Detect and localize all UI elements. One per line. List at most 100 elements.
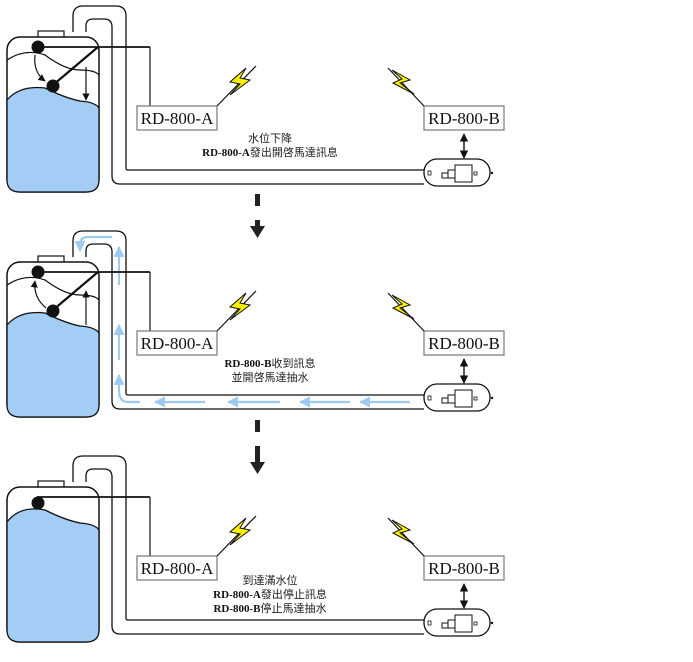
device-b-label: RD-800-B — [428, 109, 500, 128]
pump-motor-icon — [423, 383, 494, 412]
caption-text: 並開啓馬達抽水 — [232, 370, 309, 384]
antenna-a — [216, 65, 257, 107]
antenna-b — [387, 67, 425, 107]
float-ball-low — [46, 304, 60, 318]
pipe-inner-line — [85, 18, 424, 185]
flow-arrows — [74, 235, 410, 408]
caption-text: 到達滿水位 — [243, 573, 298, 587]
caption-line: RD-800-B收到訊息 — [224, 356, 315, 370]
motor-body — [454, 164, 473, 183]
motor-port — [473, 621, 478, 626]
device-b-label: RD-800-B — [428, 559, 500, 578]
caption-device-name: RD-800-A — [202, 147, 250, 159]
float-down-arrow — [34, 54, 46, 82]
device-b: RD-800-B — [423, 105, 505, 131]
antenna-b — [387, 292, 425, 332]
float-upper-curve — [6, 276, 100, 301]
pump-outlet — [490, 171, 494, 175]
water — [6, 311, 100, 418]
motor-port — [473, 171, 478, 176]
device-b: RD-800-B — [423, 555, 505, 581]
water-tank-icon — [6, 30, 100, 193]
pipe — [72, 5, 424, 185]
water — [6, 86, 100, 193]
caption-text: 發出停止訊息 — [261, 587, 327, 601]
motor-shaft — [447, 394, 456, 404]
wireless-signal-bolt-icon — [391, 294, 415, 320]
device-a-box — [136, 330, 218, 356]
down-arrow-icon — [250, 420, 265, 474]
motor-coupling — [441, 172, 449, 179]
device-a: RD-800-A — [136, 330, 218, 356]
pipe — [72, 230, 424, 410]
pipe-outer-line — [72, 455, 424, 621]
pump-inlet — [427, 170, 432, 176]
device-a-label: RD-800-A — [141, 109, 214, 128]
float-switch-icon — [31, 496, 150, 510]
device-a-label: RD-800-A — [141, 334, 214, 353]
caption-line: 水位下降 — [248, 131, 292, 145]
motor-shaft — [447, 169, 456, 179]
float-up-arrow — [30, 280, 47, 309]
caption-device-name: RD-800-B — [213, 603, 261, 615]
wireless-signal — [216, 515, 425, 557]
down-arrow-icon — [250, 194, 265, 238]
pipe-inner-line — [85, 243, 424, 410]
wireless-signal-bolt-icon — [391, 519, 415, 545]
device-b-box — [423, 105, 505, 131]
pump-outlet — [490, 396, 494, 400]
pipe-outer-line — [72, 5, 424, 171]
pump-motor-icon — [423, 158, 494, 187]
caption-text: 停止馬達抽水 — [261, 601, 327, 615]
water-tank-icon — [6, 255, 100, 418]
wireless-signal — [216, 290, 425, 332]
motor-coupling — [441, 397, 449, 404]
wireless-signal-bolt-icon — [228, 67, 252, 96]
device-a-box — [136, 555, 218, 581]
caption-text: 發出開啓馬達訊息 — [250, 145, 338, 159]
device-b-box — [423, 555, 505, 581]
flow-arrow-corner — [113, 373, 140, 404]
wireless-signal-bolt-icon — [228, 517, 252, 546]
float-ball-high — [31, 40, 45, 54]
motor-body — [454, 614, 473, 633]
antenna-b — [387, 517, 425, 557]
caption-device-name: RD-800-B — [224, 358, 272, 370]
wireless-signal — [216, 65, 425, 107]
wireless-signal-bolt-icon — [391, 69, 415, 95]
caption-line: RD-800-A發出開啓馬達訊息 — [202, 145, 338, 159]
float-arm — [52, 271, 99, 311]
antenna-a — [216, 515, 257, 557]
device-a: RD-800-A — [136, 555, 218, 581]
caption-text: 水位下降 — [248, 131, 292, 145]
motor-shaft — [447, 619, 456, 629]
pump-motor-icon — [423, 608, 494, 637]
step-arrow-head — [250, 462, 265, 474]
float-switch-icon — [6, 265, 150, 325]
float-arm — [52, 46, 99, 86]
caption-line: RD-800-B停止馬達抽水 — [213, 601, 326, 615]
antenna-a — [216, 290, 257, 332]
device-a-label: RD-800-A — [141, 559, 214, 578]
step-arrow-dash — [255, 420, 260, 432]
step-arrow-shaft — [255, 446, 260, 464]
float-ball-high — [31, 265, 45, 279]
motor-body — [454, 389, 473, 408]
pipe-inner-line — [85, 468, 424, 635]
caption-line: 並開啓馬達抽水 — [232, 370, 309, 384]
step-arrow-shaft — [255, 220, 260, 228]
pipe — [72, 455, 424, 635]
caption-device-name: RD-800-A — [213, 589, 261, 601]
flow-arrow-into-tank — [74, 235, 112, 253]
water — [6, 508, 100, 643]
device-b: RD-800-B — [423, 330, 505, 356]
float-switch-icon — [6, 40, 150, 101]
water-tank-icon — [6, 480, 100, 643]
pump-outlet — [490, 621, 494, 625]
